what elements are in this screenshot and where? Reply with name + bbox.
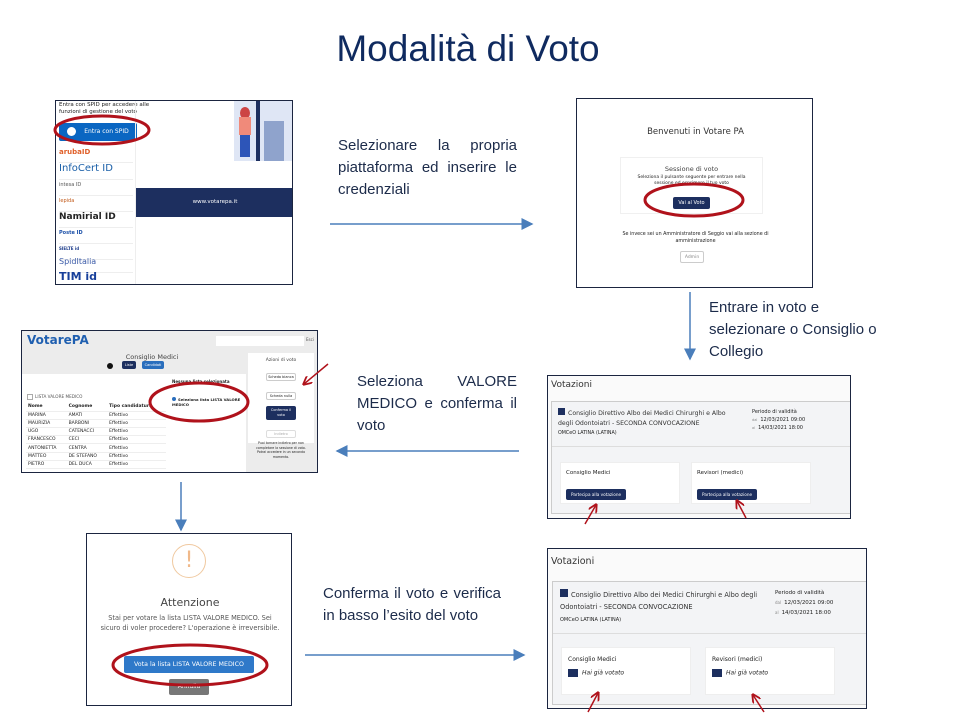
vote-list-button[interactable]: Vota la lista LISTA VALORE MEDICO [124,656,254,673]
confirm-dialog-screenshot: ! Attenzione Stai per votare la lista LI… [86,533,292,706]
election-icon [558,408,565,415]
step1-text: Selezionare la propria piattaforma ed in… [338,137,517,198]
ballot-box-icon [712,669,722,677]
participate-council-button[interactable]: Partecipa alla votazione [566,489,627,500]
spid-button-label: Entra con SPID [84,128,129,135]
welcome-screenshot: Benvenuti in Votare PA Sessione di voto … [576,98,813,288]
ballot-screenshot: VotarePA Esci Consiglio Medici Liste Can… [21,330,318,473]
column-header: Cognome [66,403,108,412]
votarepa-logo: VotarePA [27,333,89,347]
list-name: LISTA VALORE MEDICO [35,394,83,399]
council-card: Consiglio Medici Hai già votato [561,647,691,695]
login-intro: Entra con SPID per accedere alle funzion… [59,102,150,115]
provider-intesa[interactable]: intesa ID [59,174,133,196]
provider-sielte[interactable]: SIELTE id [59,238,133,260]
spid-login-button[interactable]: Entra con SPID [59,123,137,141]
votazioni-heading: Votazioni [551,556,595,567]
ballot-box-icon [568,669,578,677]
vote-actions-panel: Azioni di voto Scheda bianca Scheda null… [248,353,314,459]
logout-link[interactable]: Esci [306,337,314,342]
step4-text: Conferma il voto e verifica in basso l’e… [323,585,501,624]
select-list-radio[interactable]: Seleziona lista LISTA VALORE MEDICO [172,397,242,407]
voted-screenshot: Votazioni Consiglio Direttivo Albo dei M… [547,548,867,709]
admin-button[interactable]: Admin [680,251,704,263]
provider-spiditalia[interactable]: SpidItalia [59,251,133,273]
provider-namirial[interactable]: Namirial ID [59,206,133,228]
session-title: Sessione di voto [664,165,719,173]
site-banner: www.votarepa.it [136,188,292,217]
provider-poste[interactable]: Poste ID [59,222,133,244]
column-header: Tipo candidatura [107,403,166,412]
election-title: Consiglio Direttivo Albo dei Medici Chir… [560,591,758,611]
election-icon [560,589,568,597]
voted-status: Hai già votato [712,669,834,677]
actions-title: Azioni di voto [265,358,297,363]
slide-title: Modalità di Voto [336,28,600,69]
illustration [234,101,292,161]
card-title: Revisori (medici) [697,470,744,476]
tab-candidates[interactable]: Candidati [142,361,164,369]
select-list-label: Seleziona lista LISTA VALORE MEDICO [172,397,241,407]
blank-ballot-button[interactable]: Scheda bianca [266,373,296,381]
council-card: Consiglio Medici Partecipa alla votazion… [560,462,680,504]
confirm-vote-button[interactable]: Conferma il voto [266,406,296,420]
back-note: Puoi tornare indietro per non completare… [256,441,306,459]
admin-text: Se invece sei un Amministratore di Seggi… [622,232,769,244]
dialog-text: Stai per votare la lista LISTA VALORE ME… [100,614,280,632]
list-checkbox[interactable]: LISTA VALORE MEDICO [27,394,82,400]
search-input[interactable] [216,336,304,346]
card-title: Consiglio Medici [568,656,617,663]
user-icon [67,127,77,136]
card-title: Revisori (medici) [712,656,763,663]
votazioni-screenshot: Votazioni Consiglio Direttivo Albo dei M… [547,375,851,519]
cancel-button[interactable]: Annulla [169,679,209,695]
election-title: Consiglio Direttivo Albo dei Medici Chir… [558,410,726,427]
step3-text: Seleziona VALORE MEDICO e conferma il vo… [357,373,517,434]
auditors-card: Revisori (medici) Hai già votato [705,647,835,695]
back-button[interactable]: Indietro [266,430,296,438]
participate-auditors-button[interactable]: Partecipa alla votazione [697,489,758,500]
election-org: OMCeO LATINA (LATINA) [560,617,622,623]
tab-lists[interactable]: Liste [122,361,136,369]
spid-login-screenshot: Entra con SPID per accedere alle funzion… [55,100,293,285]
election-org: OMCeO LATINA (LATINA) [558,431,617,436]
no-selection-text: Nessuna lista selezionata [172,379,230,384]
provider-infocert[interactable]: InfoCert ID [59,158,133,180]
votazioni-heading: Votazioni [551,380,592,390]
null-ballot-button[interactable]: Scheda nulla [266,392,296,400]
provider-lepida[interactable]: lepida [59,190,133,212]
go-to-vote-button[interactable]: Vai al Voto [673,197,710,209]
voted-status: Hai già votato [568,669,690,677]
welcome-heading: Benvenuti in Votare PA [647,127,744,137]
ballot-heading: Consiglio Medici [125,353,179,361]
info-icon[interactable] [107,363,113,369]
step2-text: Entrare in voto e selezionare o Consigli… [709,299,877,360]
auditors-card: Revisori (medici) Partecipa alla votazio… [691,462,811,504]
dialog-heading: Attenzione [160,596,220,609]
warning-icon: ! [172,544,206,578]
card-title: Consiglio Medici [566,470,611,476]
session-text: Seleziona il pulsante seguente per entra… [637,175,746,186]
provider-tim[interactable]: TIM id [59,270,98,283]
radio-icon [172,397,176,401]
provider-aruba[interactable]: arubaID [59,141,133,163]
column-header: Nome [26,403,67,412]
